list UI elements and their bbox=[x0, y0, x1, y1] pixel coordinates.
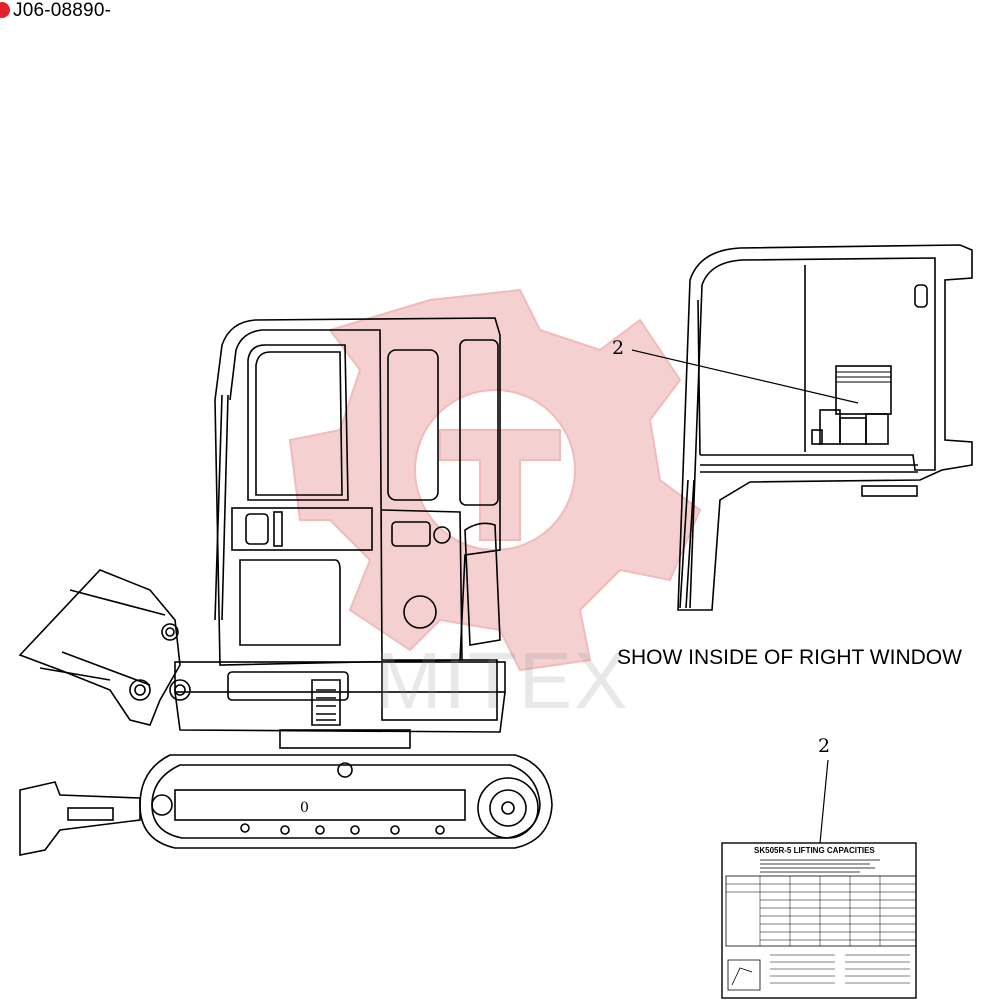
svg-text:0: 0 bbox=[300, 800, 309, 816]
lifting-capacity-decal bbox=[721, 842, 917, 999]
watermark-gear-logo bbox=[288, 288, 702, 672]
document-marker-icon bbox=[0, 2, 10, 18]
watermark-text: MITEX bbox=[375, 636, 630, 725]
document-id: J06-08890- bbox=[13, 0, 112, 21]
window-leader-line bbox=[631, 349, 859, 404]
view-caption: SHOW INSIDE OF RIGHT WINDOW bbox=[617, 646, 962, 669]
decal-leader-line bbox=[819, 759, 829, 844]
callout-window: 2 bbox=[612, 337, 625, 359]
excavator-drawing: 0 bbox=[18, 317, 553, 856]
callout-decal: 2 bbox=[818, 735, 831, 757]
cab-window-drawing bbox=[677, 244, 973, 611]
decal-title: SK505R-5 LIFTING CAPACITIES bbox=[754, 846, 875, 855]
